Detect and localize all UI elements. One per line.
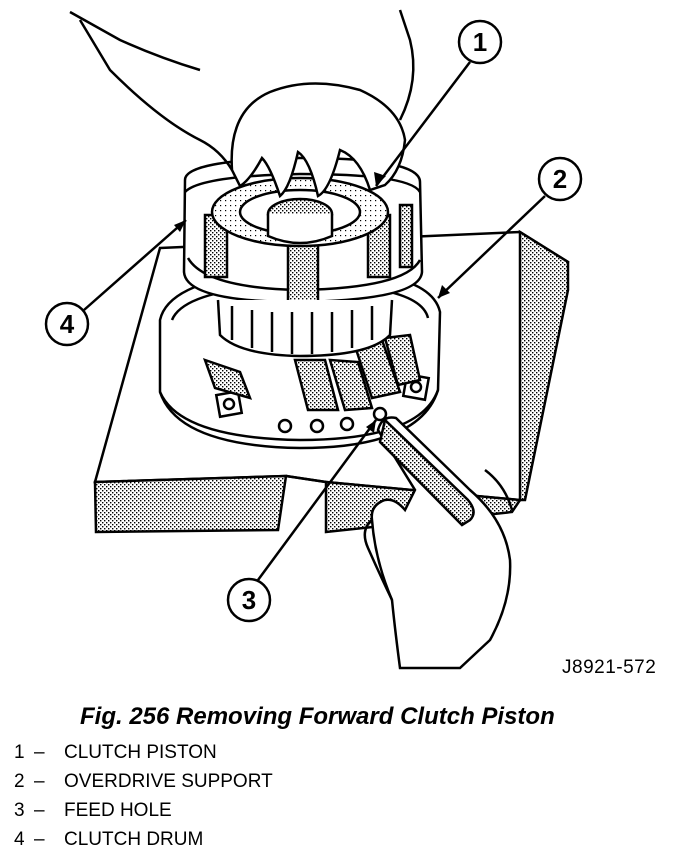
- legend-list: 1–CLUTCH PISTON 2–OVERDRIVE SUPPORT 3–FE…: [14, 738, 273, 854]
- callout-4-number: 4: [60, 309, 75, 339]
- legend-label: CLUTCH DRUM: [64, 829, 204, 850]
- callout-1-number: 1: [473, 27, 487, 57]
- legend-number: 3: [14, 800, 25, 821]
- legend-separator: –: [34, 742, 45, 763]
- callout-2-number: 2: [553, 164, 567, 194]
- legend-number: 4: [14, 829, 25, 850]
- legend-item: 4–CLUTCH DRUM: [14, 825, 273, 854]
- legend-separator: –: [34, 771, 45, 792]
- legend-label: CLUTCH PISTON: [64, 742, 217, 763]
- legend-item: 3–FEED HOLE: [14, 796, 273, 825]
- callout-1: 1: [374, 19, 503, 187]
- callout-4: 4: [44, 219, 187, 347]
- legend-item: 1–CLUTCH PISTON: [14, 738, 273, 767]
- legend-separator: –: [34, 829, 45, 850]
- legend-label: FEED HOLE: [64, 800, 172, 821]
- legend-number: 2: [14, 771, 25, 792]
- legend-separator: –: [34, 800, 45, 821]
- legend-item: 2–OVERDRIVE SUPPORT: [14, 767, 273, 796]
- clutch-piston: [210, 176, 390, 248]
- legend-number: 1: [14, 742, 25, 763]
- clutch-piston-illustration: 1 2 3 4: [44, 9, 583, 670]
- figure-id: J8921-572: [562, 657, 657, 678]
- figure-caption: Fig. 256 Removing Forward Clutch Piston: [80, 703, 555, 730]
- callout-3-number: 3: [242, 585, 256, 615]
- lower-hand: [363, 416, 514, 670]
- legend-label: OVERDRIVE SUPPORT: [64, 771, 273, 792]
- callout-3: 3: [226, 419, 378, 623]
- callout-2: 2: [437, 156, 583, 299]
- upper-hand: [69, 9, 415, 199]
